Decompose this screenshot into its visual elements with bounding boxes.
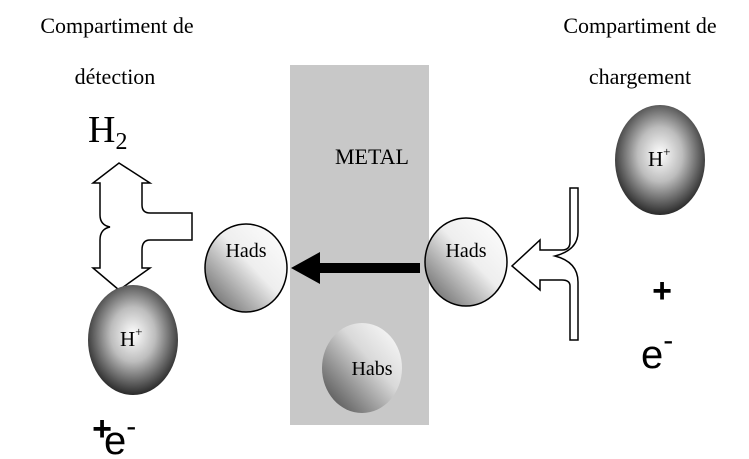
split-arrow-left xyxy=(90,162,193,291)
habs-atom xyxy=(322,323,402,413)
electron-right: e- xyxy=(641,324,673,377)
merge-arrow-right xyxy=(510,187,579,341)
left-compartment-title-line2: détection xyxy=(75,64,156,89)
metal-label: METAL xyxy=(335,144,409,169)
right-compartment-title-line2: chargement xyxy=(589,64,691,89)
hads-right-label: Hads xyxy=(445,240,486,262)
proton-right xyxy=(615,105,705,215)
hads-right-atom xyxy=(424,217,508,307)
proton-left xyxy=(88,285,178,395)
proton-right-label: H+ xyxy=(648,144,671,171)
proton-left-label: H+ xyxy=(120,324,143,351)
electron-left: e- xyxy=(104,410,136,459)
right-compartment-title-line1: Compartiment de xyxy=(563,13,716,38)
h2-label: H2 xyxy=(88,109,127,155)
plus-sign-left: + xyxy=(92,410,112,448)
plus-sign-right: + xyxy=(652,272,672,310)
habs-label: Habs xyxy=(351,358,392,380)
hads-left-atom xyxy=(204,223,288,313)
diffusion-arrow xyxy=(291,252,420,284)
left-compartment-title-line1: Compartiment de xyxy=(40,13,193,38)
hads-left-label: Hads xyxy=(225,240,266,262)
